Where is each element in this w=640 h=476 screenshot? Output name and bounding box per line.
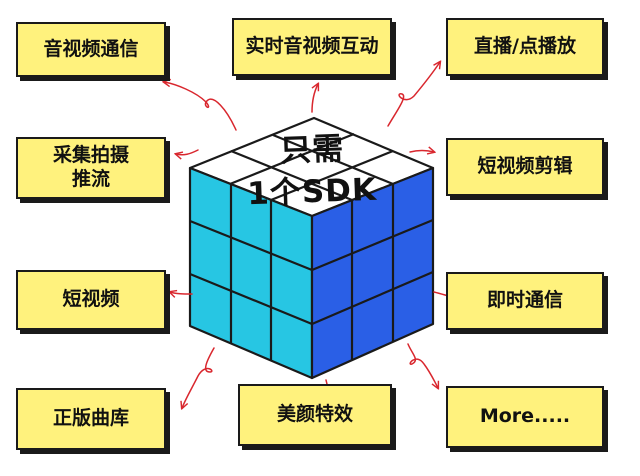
feature-label: More..... [479, 405, 571, 428]
feature-note-bottom-center: 美颜特效 [238, 384, 392, 446]
arrow-to-top-center [311, 84, 318, 113]
feature-label: 短视频 [62, 288, 120, 311]
feature-note-lower-right: 即时通信 [446, 272, 604, 330]
arrow-to-bottom-left [182, 347, 215, 408]
arrow-to-mid-left [176, 149, 199, 155]
arrow-to-mid-right [409, 151, 434, 153]
feature-note-top-center: 实时音视频互动 [232, 18, 392, 76]
arrow-to-bottom-right [407, 343, 438, 388]
feature-label-line1: 采集拍摄 [52, 144, 129, 167]
feature-label-line2: 推流 [71, 168, 110, 190]
feature-note-top-right: 直播/点播放 [446, 18, 604, 76]
feature-label: 直播/点播放 [474, 35, 576, 58]
feature-note-lower-left: 短视频 [16, 270, 166, 330]
feature-note-mid-left: 采集拍摄 推流 [16, 137, 166, 199]
feature-note-bottom-left: 正版曲库 [16, 388, 166, 450]
connector-arrows [164, 62, 456, 408]
arrow-to-top-right [387, 62, 440, 127]
cube-title-line1: 只需 [279, 130, 345, 170]
feature-label: 即时通信 [486, 289, 563, 312]
arrow-to-lower-left [170, 292, 193, 294]
rubiks-cube [188, 116, 435, 380]
feature-label: 短视频剪辑 [477, 155, 573, 178]
feature-note-bottom-right: More..... [446, 386, 604, 448]
feature-label: 音视频通信 [43, 37, 139, 60]
feature-note-top-left: 音视频通信 [16, 22, 166, 77]
arrow-to-top-left [164, 82, 237, 131]
cube-title-line2: 1个SDK [246, 171, 378, 213]
feature-label: 正版曲库 [52, 407, 129, 430]
feature-note-mid-right: 短视频剪辑 [446, 138, 604, 196]
feature-label: 美颜特效 [276, 403, 353, 426]
feature-label: 实时音视频互动 [245, 35, 379, 58]
